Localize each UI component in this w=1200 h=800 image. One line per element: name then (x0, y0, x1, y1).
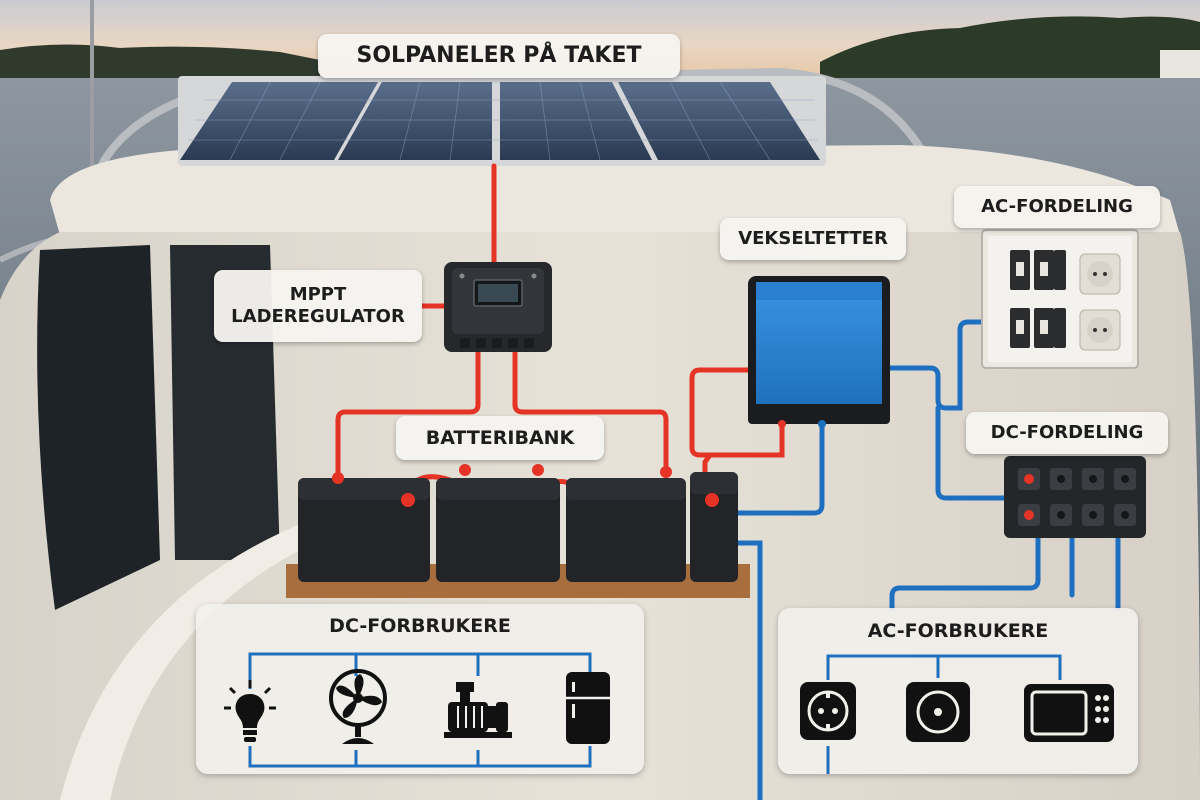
tree-line-left (0, 44, 320, 80)
label-mppt-line2: LADEREGULATOR (231, 306, 405, 327)
battery-1 (298, 472, 430, 582)
cabin-roof (50, 145, 1180, 235)
label-battery-bank: BATTERIBANK (396, 416, 604, 460)
solar-panels (178, 76, 826, 166)
negative-wires (735, 319, 1121, 800)
label-dc-loads: DC-FORBRUKERE (329, 614, 511, 637)
label-inverter: VEKSELTETTER (720, 218, 906, 260)
solar-panel-4 (618, 82, 820, 160)
induction-hob-icon (906, 682, 970, 742)
battery-2 (436, 464, 560, 582)
label-ac-loads: AC-FORBRUKERE (867, 619, 1049, 642)
ac-distribution-panel (981, 229, 1139, 369)
solar-panel-3 (500, 82, 652, 160)
ac-loads-wiring (826, 654, 1062, 774)
refrigerator-icon (566, 672, 610, 744)
microwave-icon (1024, 684, 1114, 742)
label-mppt-charge-controller: MPPT LADEREGULATOR (214, 270, 422, 342)
tree-line-right (820, 16, 1200, 96)
water-pump-icon (444, 682, 512, 738)
solar-panel-2 (338, 82, 492, 160)
label-mppt-line1: MPPT (289, 284, 347, 306)
battery-4 (690, 472, 738, 582)
light-bulb-icon (224, 680, 276, 742)
roof-rail (91, 67, 944, 190)
dc-distribution-panel (1004, 456, 1146, 538)
battery-bank (298, 464, 738, 582)
label-ac-distribution: AC-FORDELING (954, 186, 1160, 228)
cabin-window (37, 245, 161, 610)
deck-curve (60, 520, 320, 800)
label-solar-panels: SOLPANELER PÅ TAKET (318, 34, 680, 78)
solar-panel-1 (180, 82, 378, 160)
mppt-charge-controller (444, 262, 552, 352)
battery-3 (566, 466, 686, 582)
power-outlet-icon (800, 682, 856, 740)
inverter (748, 276, 890, 428)
label-dc-distribution: DC-FORDELING (966, 412, 1168, 454)
fan-icon (329, 669, 387, 744)
